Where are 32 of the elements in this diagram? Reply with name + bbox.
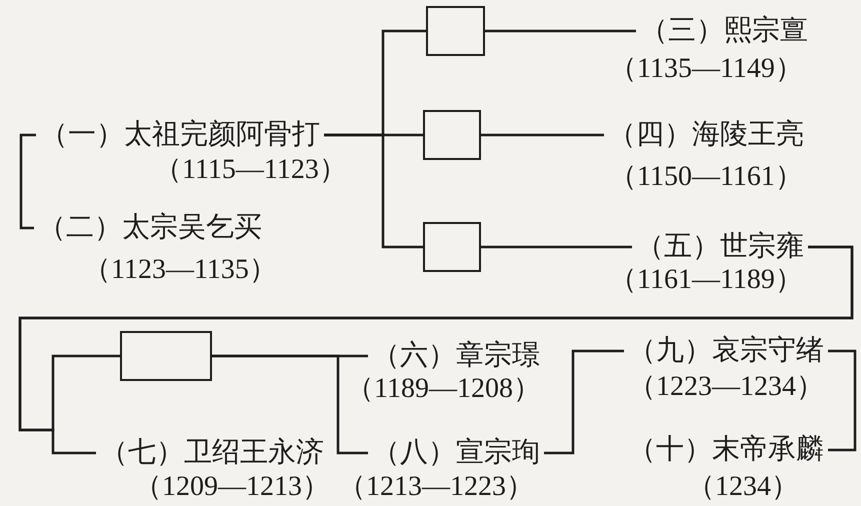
emperor-name: （六）章宗璟 xyxy=(368,340,544,372)
connector-line xyxy=(485,30,636,32)
empty-box xyxy=(423,110,481,160)
empty-box xyxy=(423,222,481,272)
empty-box xyxy=(120,331,212,381)
connector-line xyxy=(324,134,423,248)
reign-years: （1223—1234） xyxy=(628,372,824,402)
reign-years: （1189—1208） xyxy=(346,374,541,404)
connector-line xyxy=(544,350,624,454)
connector-line xyxy=(481,134,604,136)
connector-line xyxy=(212,354,368,454)
connector-line xyxy=(20,134,36,230)
emperor-name: （五）世宗雍 xyxy=(632,231,808,263)
emperor-name: （四）海陵王亮 xyxy=(604,119,808,151)
emperor-name: （三）熙宗亶 xyxy=(636,15,812,47)
reign-years: （1234） xyxy=(687,472,799,502)
emperor-name: （九）哀宗守绪 xyxy=(624,335,828,367)
emperor-name: （七）卫绍王永济 xyxy=(96,437,328,469)
connector-line xyxy=(828,350,856,452)
reign-years: （1135—1149） xyxy=(609,54,803,84)
reign-years: （1123—1135） xyxy=(83,255,277,285)
emperor-name: （一）太祖完颜阿骨打 xyxy=(36,119,324,151)
reign-years: （1115—1123） xyxy=(154,155,347,185)
reign-years: （1150—1161） xyxy=(609,162,803,192)
emperor-name: （二）太宗吴乞买 xyxy=(34,212,266,244)
connector-line xyxy=(481,246,632,248)
empty-box xyxy=(426,6,485,56)
emperor-name: （八）宣宗珣 xyxy=(368,437,544,469)
reign-years: （1213—1223） xyxy=(338,472,534,502)
reign-years: （1161—1189） xyxy=(609,265,803,295)
emperor-name: （十）末帝承麟 xyxy=(624,434,828,466)
reign-years: （1209—1213） xyxy=(134,472,330,502)
